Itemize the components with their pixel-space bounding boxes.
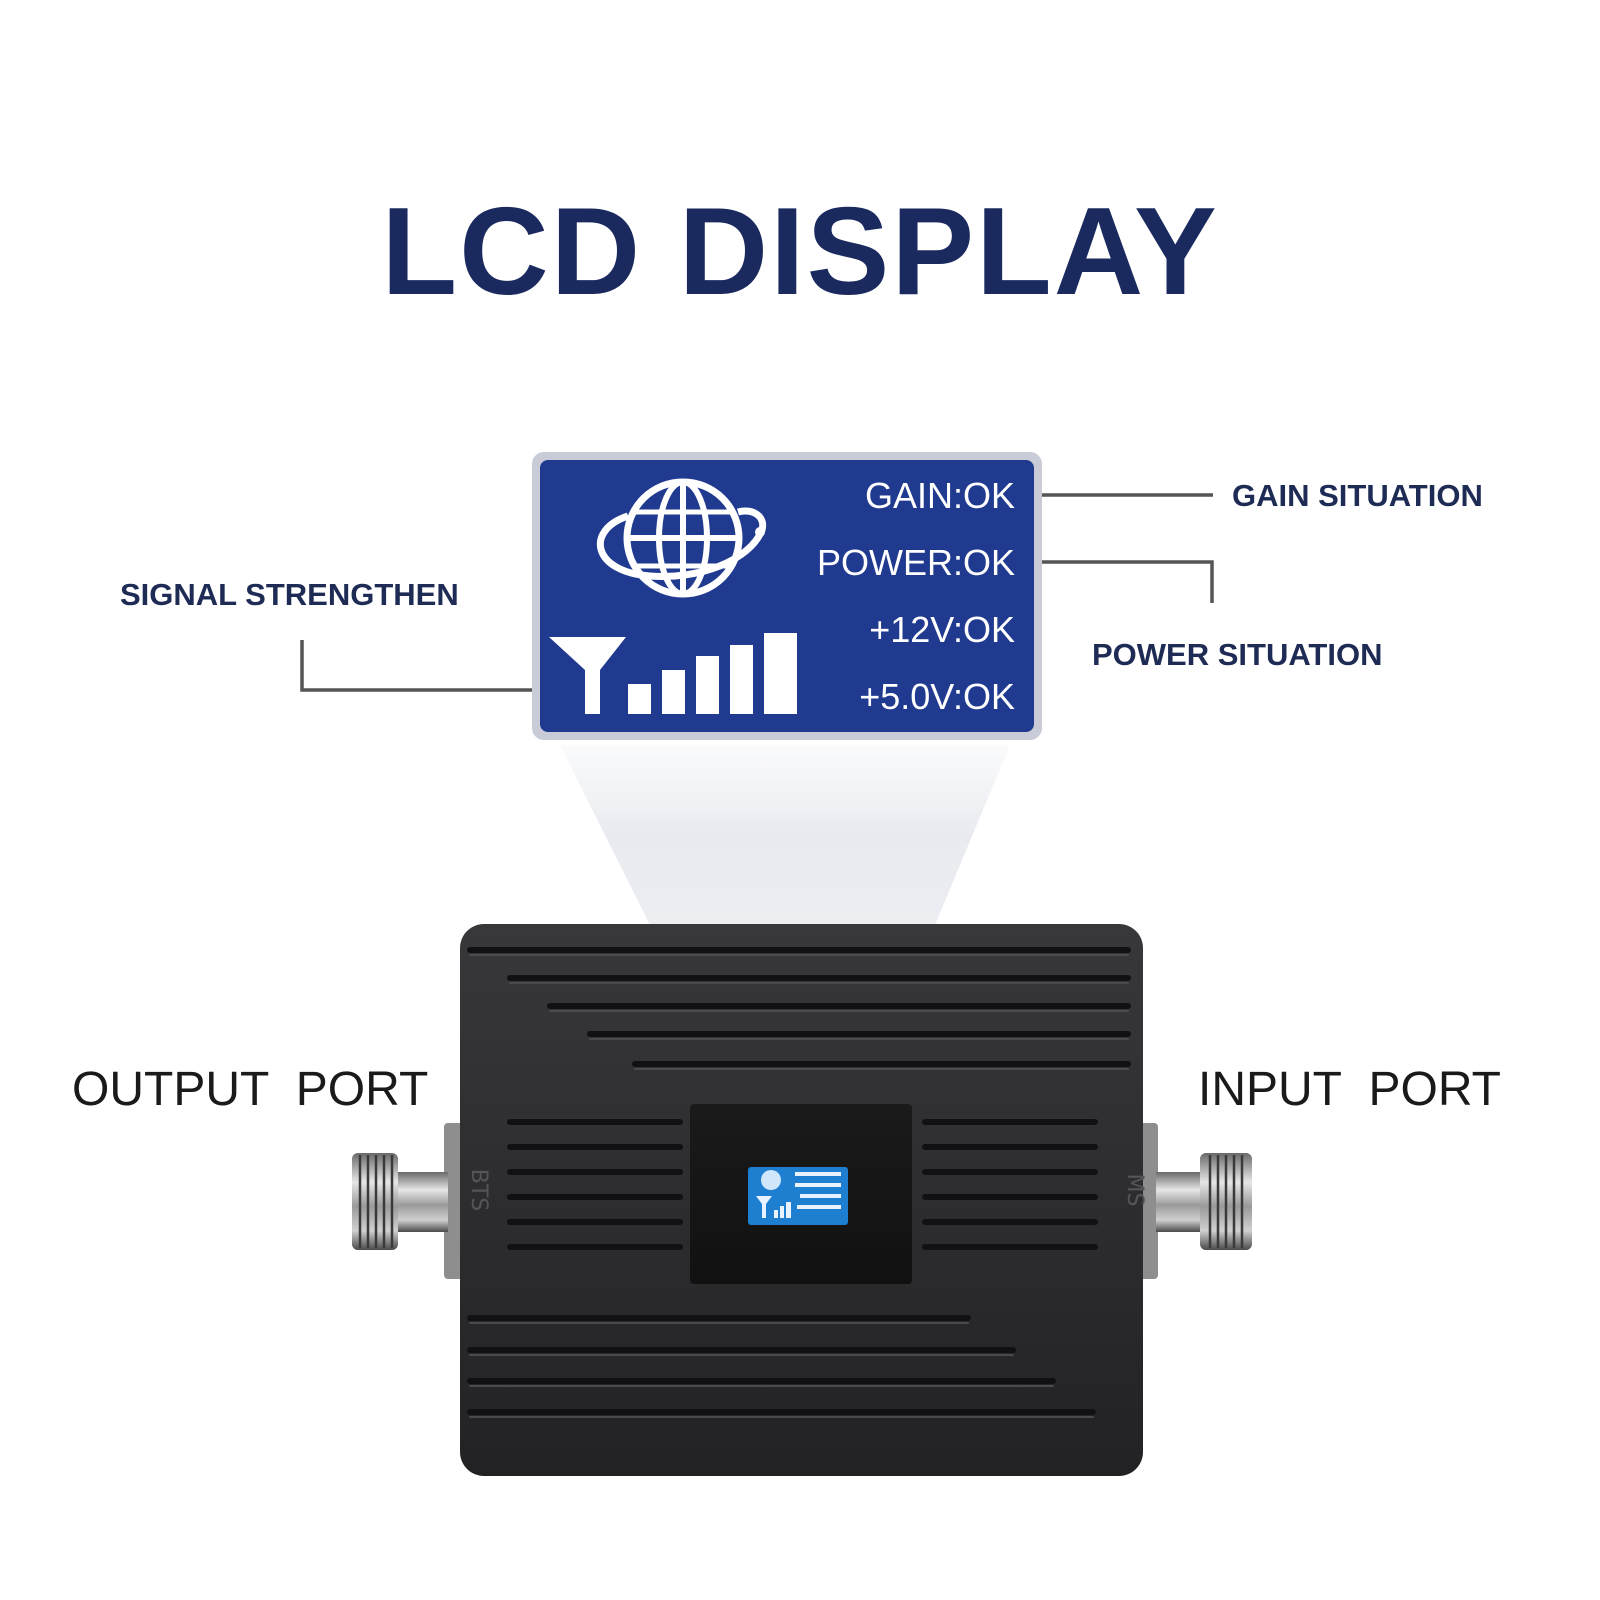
input-port-label: INPUT PORT (1198, 1063, 1501, 1116)
output-port-label: OUTPUT PORT (72, 1063, 429, 1116)
lcd-line-12v: +12V:OK (869, 609, 1015, 650)
power-situation-label: POWER SITUATION (1092, 637, 1383, 672)
lcd-line-gain: GAIN:OK (865, 475, 1015, 516)
bts-side-label: BTS (466, 1169, 491, 1212)
mini-lcd (748, 1167, 848, 1225)
page-title: LCD DISPLAY (381, 183, 1219, 321)
projection-beam (560, 745, 1010, 925)
signal-bar-4 (730, 645, 753, 714)
signal-booster-device: BTS MS (460, 924, 1147, 1476)
lcd-display: GAIN:OK POWER:OK +12V:OK +5.0V:OK (532, 452, 1042, 740)
input-port-connector (1138, 1123, 1252, 1279)
gain-situation-label: GAIN SITUATION (1232, 478, 1483, 513)
power-callout-line (1025, 560, 1214, 603)
callout-lines (300, 493, 1214, 692)
signal-strengthen-label: SIGNAL STRENGTHEN (120, 577, 459, 612)
signal-bar-5 (764, 633, 797, 714)
ms-side-label: MS (1122, 1174, 1147, 1207)
signal-strength-icon (549, 633, 797, 714)
signal-bar-2 (662, 670, 685, 714)
signal-bar-3 (696, 656, 719, 714)
bottom-grooves (467, 1315, 1096, 1415)
right-grooves (922, 1119, 1098, 1250)
globe-icon (597, 478, 767, 598)
left-grooves (507, 1119, 683, 1250)
signal-bar-1 (628, 684, 651, 714)
antenna-icon (549, 637, 626, 714)
lcd-line-power: POWER:OK (817, 542, 1015, 583)
output-port-connector (352, 1123, 464, 1279)
lcd-line-5v: +5.0V:OK (859, 676, 1015, 717)
signal-callout-line (300, 640, 566, 692)
top-grooves (467, 947, 1131, 1067)
